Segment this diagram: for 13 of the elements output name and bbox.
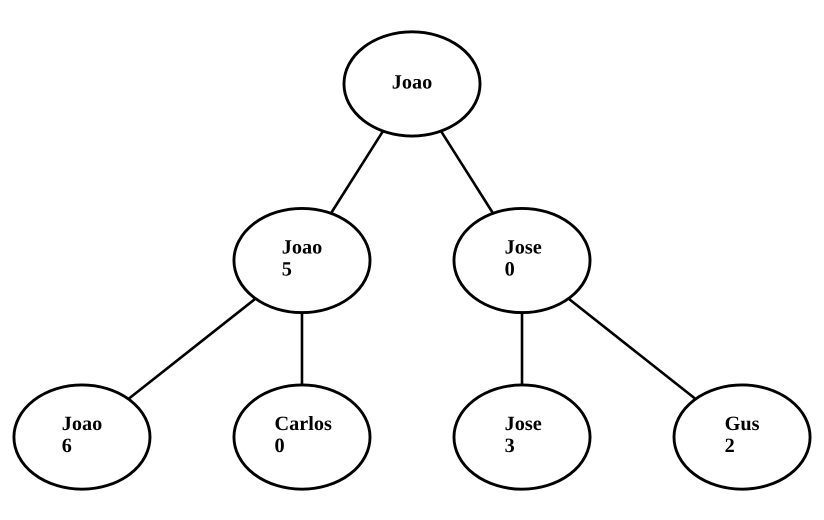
node-ellipse: Joao 6 (12, 383, 152, 490)
node-ellipse: Jose 3 (452, 383, 592, 490)
connector (440, 130, 494, 213)
node-ellipse: Joao 5 (232, 206, 372, 314)
connector (330, 130, 384, 213)
node-ellipse: Carlos 0 (232, 383, 372, 490)
node-ellipse: Jose 0 (452, 206, 592, 314)
connector (520, 312, 524, 384)
connector (300, 312, 304, 384)
node-ellipse: Gus 2 (672, 383, 812, 490)
node-ellipse: Joao (342, 30, 482, 137)
connector (568, 297, 696, 400)
connector (128, 297, 256, 400)
